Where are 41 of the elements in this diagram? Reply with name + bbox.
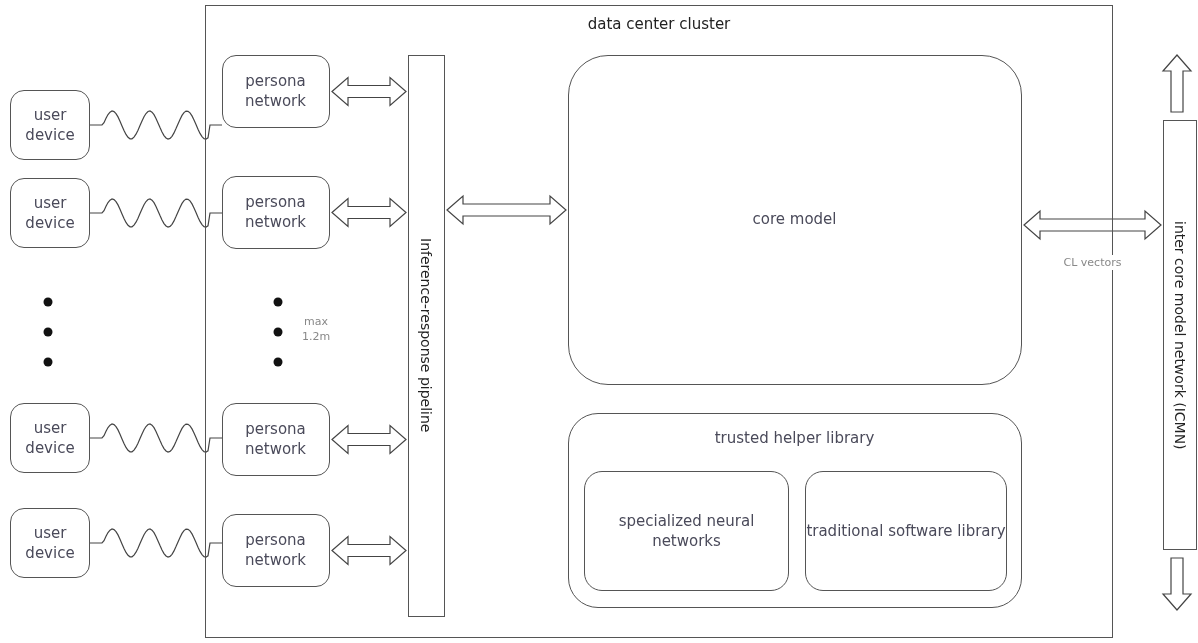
node-label: persona network [244, 191, 307, 233]
rounded-box [10, 90, 90, 160]
wavy-line [89, 110, 223, 140]
pipeline-bar [1163, 120, 1197, 550]
group-title: trusted helper library [714, 427, 875, 448]
pipeline-bar [407, 54, 445, 617]
model-box [567, 54, 1022, 385]
hollow-arrow [331, 76, 407, 107]
node-label: core model [752, 209, 837, 230]
rounded-box [221, 175, 330, 249]
rounded-box [221, 402, 330, 476]
hollow-arrow [331, 535, 407, 566]
hollow-arrow [446, 194, 567, 226]
rounded-box [805, 471, 1007, 591]
hollow-arrow [1161, 557, 1193, 611]
node-label: traditional software library [806, 520, 1006, 542]
rounded-box [584, 471, 789, 591]
node-label: user device [24, 104, 76, 146]
node-label: persona network [244, 70, 307, 112]
hollow-arrow [331, 424, 407, 455]
node-label: specialized neural networks [617, 510, 756, 552]
rounded-box [10, 178, 90, 248]
node-label: persona network [244, 529, 307, 571]
library-group [567, 412, 1022, 608]
rounded-box [10, 508, 90, 578]
node-label: Inference-response pipeline [417, 238, 436, 433]
node-label: inter core model network (ICMN) [1171, 220, 1190, 450]
node-label: user device [24, 417, 76, 459]
hollow-arrow [331, 197, 407, 228]
rounded-box [10, 403, 90, 473]
rounded-box [221, 54, 330, 128]
node-label: user device [24, 192, 76, 234]
group-title: data center cluster [587, 14, 731, 35]
wavy-line [89, 198, 223, 228]
node-label: persona network [244, 418, 307, 460]
hollow-arrow [1161, 54, 1193, 113]
rounded-box [221, 513, 330, 587]
wavy-line [89, 528, 223, 558]
hollow-arrow [1023, 209, 1162, 241]
wavy-line [89, 423, 223, 453]
node-label: user device [24, 522, 76, 564]
